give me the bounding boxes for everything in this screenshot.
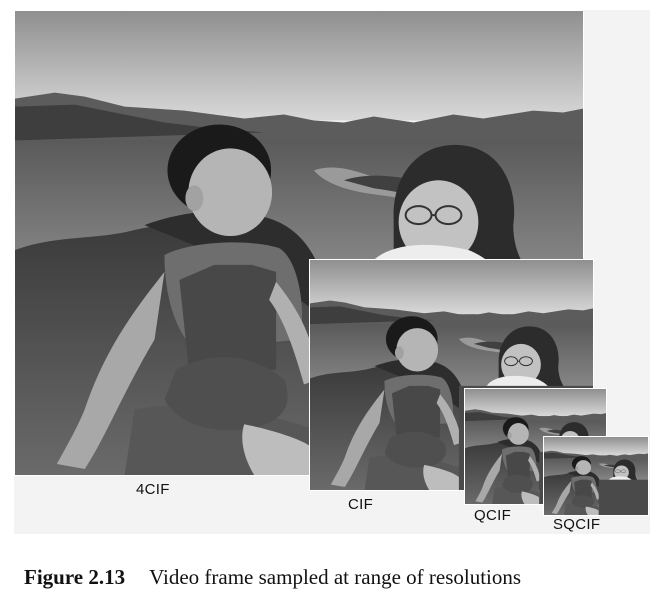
frame-4cif xyxy=(14,10,584,476)
figure-caption: Figure 2.13 Video frame sampled at range … xyxy=(24,565,521,590)
photo-sqcif xyxy=(544,437,648,515)
label-cif: CIF xyxy=(348,496,374,513)
frame-cif xyxy=(309,259,594,491)
label-sqcif: SQCIF xyxy=(553,516,601,533)
figure-number: Figure 2.13 xyxy=(24,565,126,589)
label-4cif: 4CIF xyxy=(136,481,170,498)
label-qcif: QCIF xyxy=(474,507,512,524)
figure-caption-text: Video frame sampled at range of resoluti… xyxy=(149,565,522,589)
frame-sqcif xyxy=(543,436,649,516)
